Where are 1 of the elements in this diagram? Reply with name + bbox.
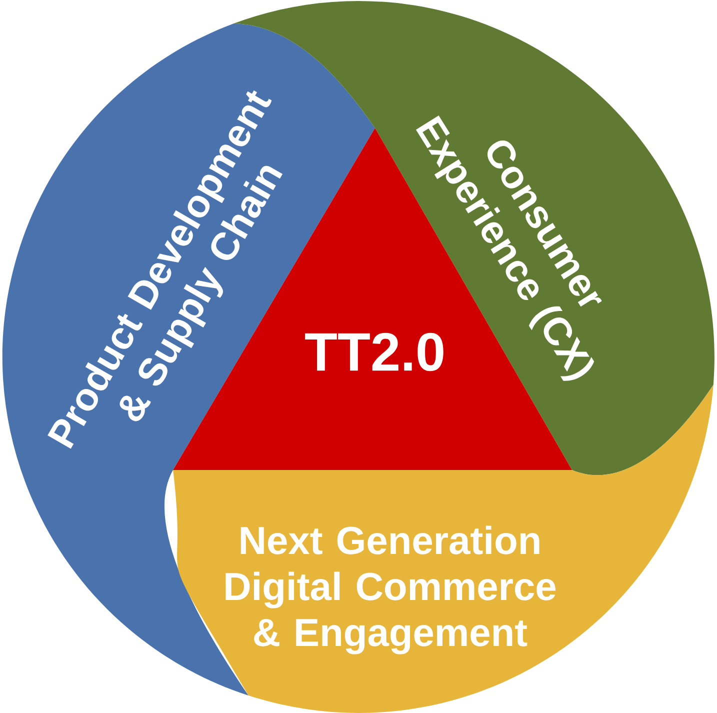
ring-segment: Next Generation Digital Commerce & Engagement [173, 384, 714, 713]
